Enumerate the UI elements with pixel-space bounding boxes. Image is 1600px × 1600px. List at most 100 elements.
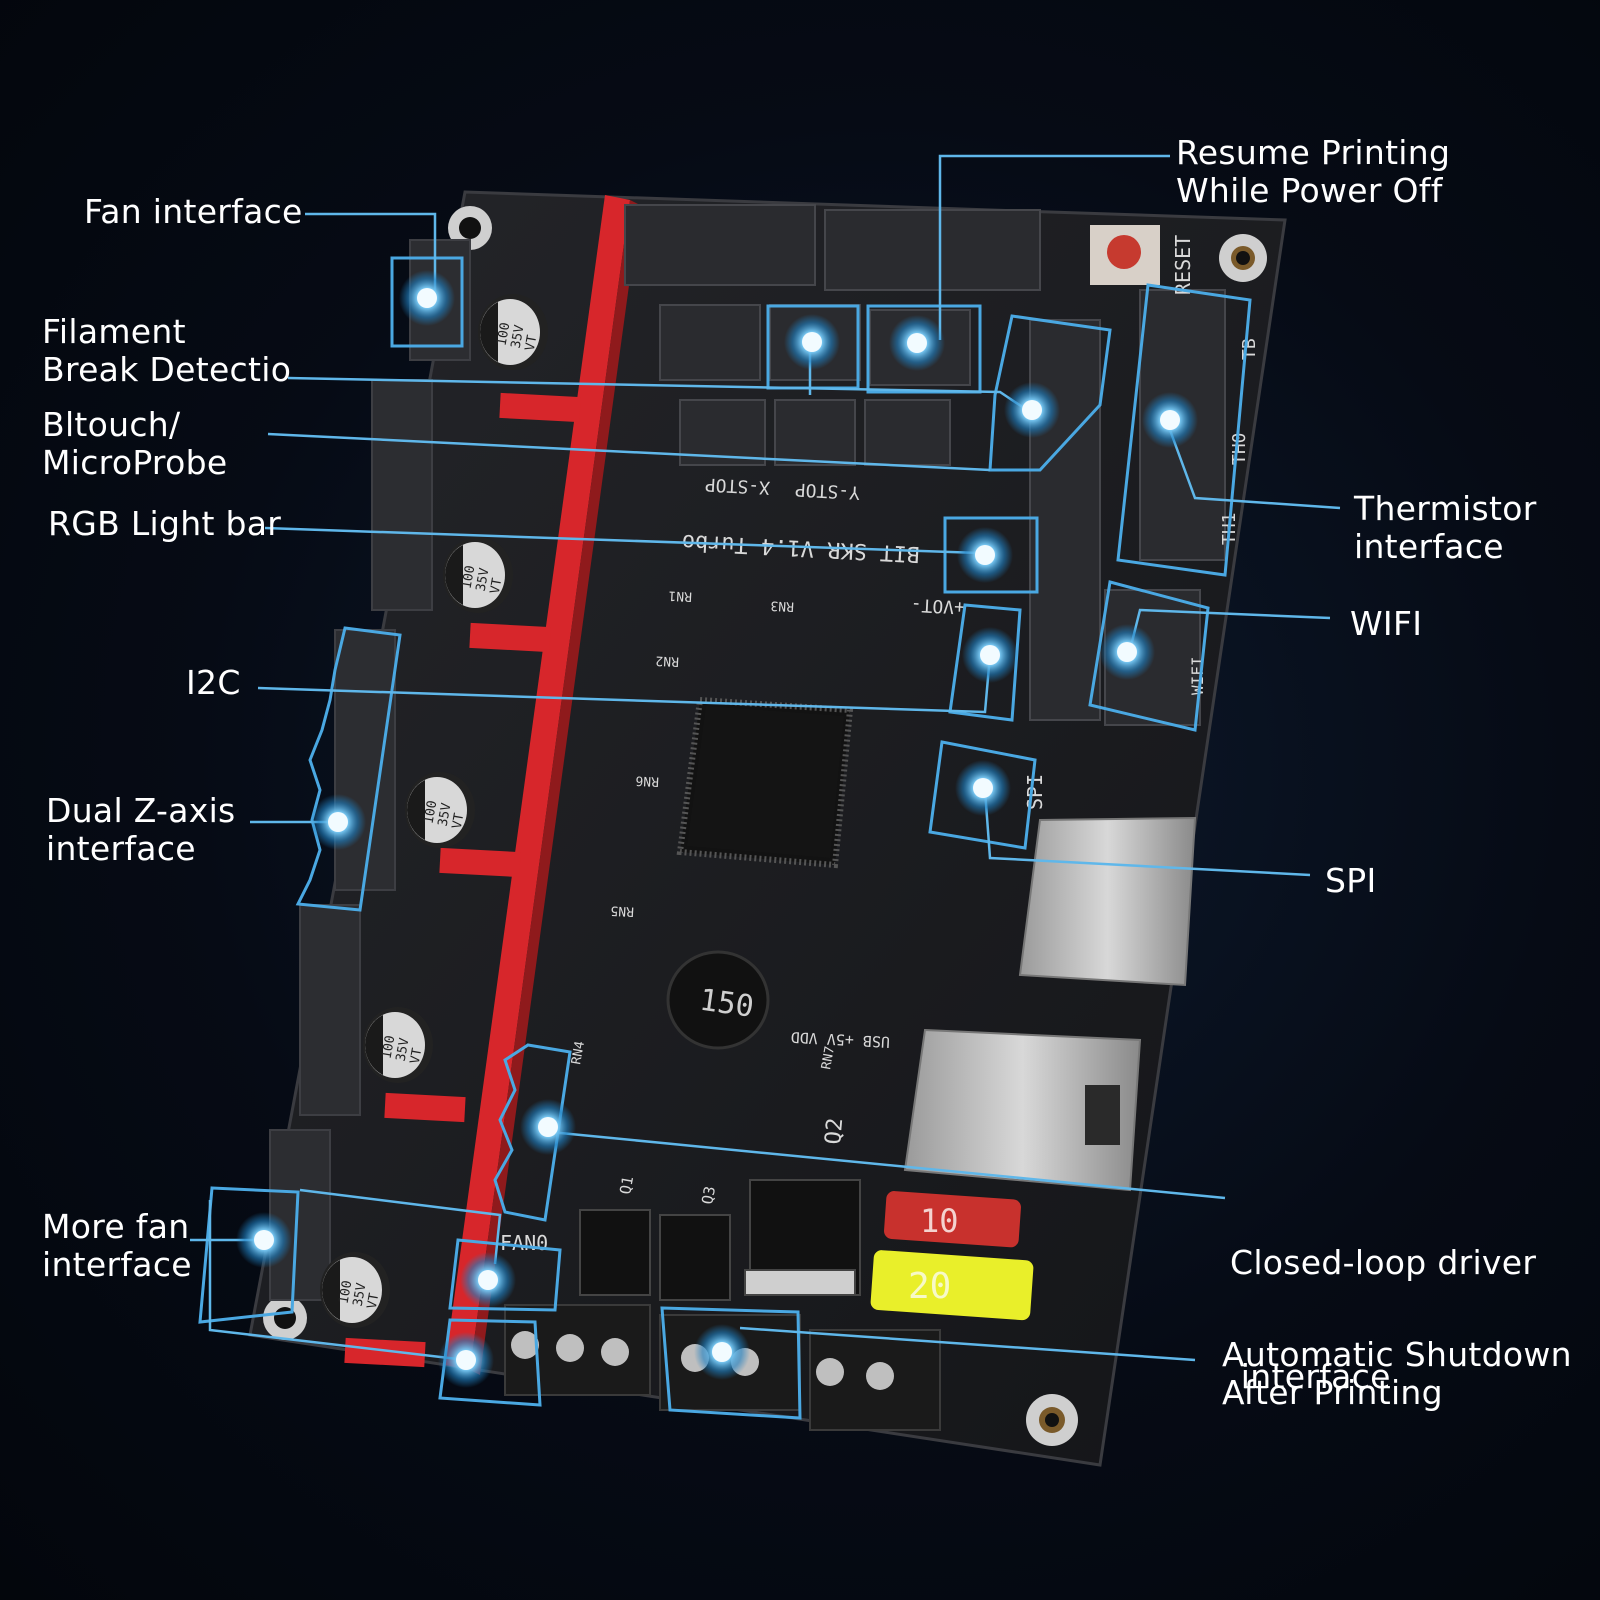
- marker-i2c: [962, 627, 1018, 683]
- label-spi: SPI: [1325, 862, 1376, 900]
- leader-resume: [938, 154, 1170, 340]
- reset-button[interactable]: [1107, 235, 1141, 269]
- outline-i2c: [948, 603, 1022, 722]
- label-dual-z: Dual Z-axis interface: [46, 792, 236, 868]
- marker-rgb: [957, 527, 1013, 583]
- marker-filament: [784, 314, 840, 370]
- outline-fan0: [448, 1238, 562, 1312]
- outline-resume: [866, 304, 982, 394]
- marker-fan0: [460, 1252, 516, 1308]
- sd-card-slot: [1018, 816, 1197, 987]
- silkscreen-fan0: FAN0: [500, 1231, 548, 1255]
- silkscreen-rn5: RN5: [610, 902, 634, 918]
- label-closed-loop: Closed-loop driver interface: [1230, 1168, 1536, 1434]
- label-line: Thermistor: [1354, 489, 1537, 528]
- leader-rgb: [264, 526, 981, 555]
- label-more-fan: More fan interface: [42, 1208, 192, 1284]
- marker-closed-loop: [520, 1099, 576, 1155]
- label-line: I2C: [186, 663, 241, 702]
- marker-spi: [955, 760, 1011, 816]
- capacitor-marking: 10035VVT: [495, 321, 542, 352]
- label-wifi: WIFI: [1350, 605, 1422, 643]
- outline-rgb: [943, 516, 1039, 594]
- fuse-10a-label: 10: [920, 1202, 959, 1240]
- outline-wifi: [1088, 580, 1210, 732]
- leader-bltouch: [267, 432, 991, 472]
- label-fan-interface: Fan interface: [84, 193, 303, 231]
- label-line: interface: [46, 829, 196, 868]
- label-line: While Power Off: [1176, 171, 1443, 210]
- marker-more-fan: [236, 1212, 292, 1268]
- silkscreen-wifi: WIFI: [1188, 656, 1207, 695]
- capacitor-marking: 10035VVT: [380, 1034, 427, 1065]
- inductor: 150: [666, 950, 770, 1050]
- label-line: Filament: [42, 312, 186, 351]
- label-line: After Printing: [1222, 1373, 1443, 1412]
- silkscreen-rn7: RN7: [819, 1045, 838, 1071]
- marker-power-in: [438, 1332, 494, 1388]
- fuse-20a-label: 20: [908, 1266, 951, 1307]
- marker-auto-shutdown: [694, 1324, 750, 1380]
- capacitor: [443, 537, 513, 613]
- outline-more-fan: [198, 1186, 300, 1324]
- mounting-hole-bottom-left: [263, 1296, 307, 1340]
- callout-markers: [236, 270, 1198, 1388]
- capacitor-marking: 10035VVT: [422, 799, 469, 830]
- capacitor: [478, 294, 548, 370]
- label-line: MicroProbe: [42, 443, 228, 482]
- capacitor: [405, 772, 475, 848]
- capacitor-markings: 10035VVT 10035VVT 10035VVT 10035VVT 1003…: [337, 321, 542, 1310]
- label-auto-shutdown: Automatic Shutdown After Printing: [1222, 1336, 1572, 1412]
- silkscreen-rn4: RN4: [569, 1040, 588, 1066]
- marker-resume: [889, 315, 945, 371]
- label-line: Automatic Shutdown: [1222, 1335, 1572, 1374]
- label-filament-break: Filament Break Detectio: [42, 313, 291, 389]
- pcb-board: 150 10 20: [248, 190, 1287, 1467]
- inductor-marking: 150: [697, 983, 756, 1025]
- label-resume-printing: Resume Printing While Power Off: [1176, 134, 1450, 210]
- mounting-hole-top-right: [1219, 234, 1267, 282]
- fuse-10a: 10: [884, 1191, 1021, 1248]
- silkscreen-spi: SPI: [1023, 774, 1047, 810]
- leader-more-fan-2: [299, 1188, 502, 1265]
- label-line: Bltouch/: [42, 405, 181, 444]
- silkscreen-th0: TH0: [1229, 432, 1250, 465]
- usb-port: [903, 1028, 1142, 1192]
- marker-wifi: [1099, 624, 1155, 680]
- marker-dual-z: [310, 794, 366, 850]
- label-line: WIFI: [1350, 604, 1423, 643]
- silkscreen-rn6: RN6: [635, 772, 659, 788]
- label-bltouch: Bltouch/ MicroProbe: [42, 406, 227, 482]
- outline-bltouch: [988, 314, 1112, 472]
- leader-auto-shutdown: [739, 1326, 1196, 1362]
- marker-thermistor: [1142, 392, 1198, 448]
- marker-bltouch: [1004, 382, 1060, 438]
- mcu-chip: [676, 696, 854, 869]
- label-thermistor: Thermistor interface: [1354, 490, 1537, 566]
- leader-thermistor: [1168, 429, 1341, 510]
- label-line: interface: [42, 1245, 192, 1284]
- label-rgb-light-bar: RGB Light bar: [48, 505, 281, 543]
- silkscreen-xstop: X-STOP: [704, 473, 770, 497]
- label-line: Break Detectio: [42, 350, 292, 389]
- terminal-screws: [511, 1331, 894, 1390]
- mounting-hole-bottom-right: [1026, 1394, 1078, 1446]
- capacitor-marking: 10035VVT: [337, 1279, 384, 1310]
- outline-thermistor: [1116, 283, 1252, 577]
- outline-fan: [390, 256, 464, 348]
- mosfets: [579, 1179, 861, 1301]
- label-line: SPI: [1325, 861, 1377, 900]
- silkscreen-reset: RESET: [1171, 235, 1195, 295]
- capacitor: [363, 1007, 433, 1083]
- label-i2c: I2C: [186, 664, 241, 702]
- silkscreen-q1: Q1: [616, 1175, 637, 1196]
- silkscreen: BIT SKR V1.4 Turbo RESET TB TH0 TH1 WIFI…: [500, 235, 1260, 1255]
- label-line: interface: [1230, 1357, 1391, 1396]
- silkscreen-ystop: Y-STOP: [794, 478, 860, 502]
- silkscreen-rn1: RN1: [668, 587, 692, 603]
- label-line: Closed-loop driver: [1230, 1243, 1537, 1282]
- silkscreen-rn3: RN3: [770, 597, 794, 613]
- outline-spi: [928, 740, 1037, 850]
- label-line: interface: [1354, 527, 1504, 566]
- label-line: Resume Printing: [1176, 133, 1451, 172]
